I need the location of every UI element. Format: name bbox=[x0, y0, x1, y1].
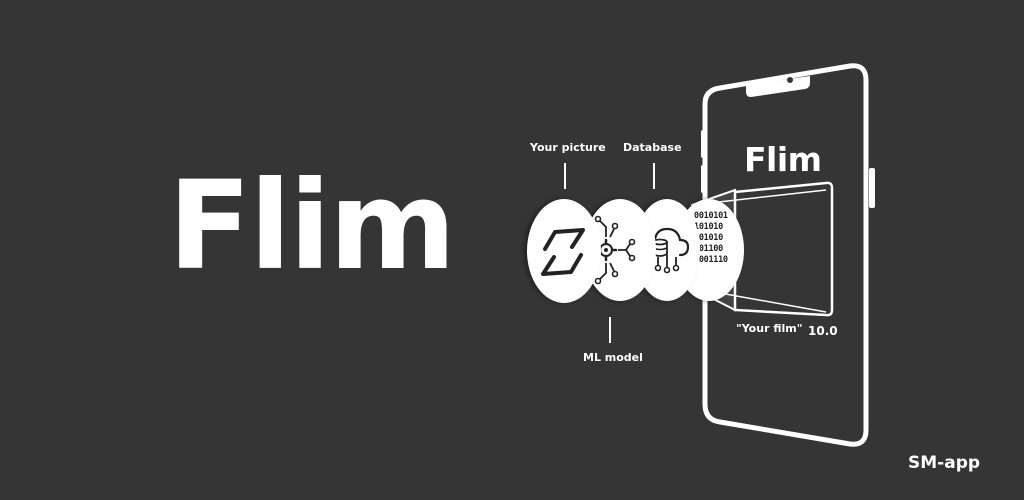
database-label: Database bbox=[623, 141, 682, 154]
phone-side-button bbox=[869, 168, 875, 208]
binary-line: 1001110 bbox=[694, 255, 728, 265]
app-title: Flim bbox=[168, 155, 456, 297]
binary-line: 101010 bbox=[694, 222, 723, 232]
film-frame bbox=[733, 181, 834, 317]
ml-model-icon bbox=[594, 215, 636, 285]
phone-screen-title: Flim bbox=[744, 140, 822, 179]
film-rating: 10.0 bbox=[808, 324, 838, 338]
your-picture-disc bbox=[527, 199, 601, 303]
database-connector bbox=[653, 163, 655, 189]
your-picture-label: Your picture bbox=[530, 141, 606, 154]
ml-model-connector bbox=[609, 317, 611, 343]
binary-data-icon: 0010101 101010 001010 001100 1001110 bbox=[694, 211, 728, 266]
binary-line: 001100 bbox=[694, 244, 723, 254]
ml-model-label: ML model bbox=[583, 351, 643, 364]
image-frame-icon bbox=[541, 228, 585, 276]
binary-line: 0010101 bbox=[694, 211, 728, 221]
film-caption: "Your film" bbox=[736, 322, 803, 335]
phone-camera-icon bbox=[787, 77, 793, 83]
your-picture-connector bbox=[564, 163, 566, 189]
ml-model-disc bbox=[584, 199, 656, 301]
brand-label: SM-app bbox=[908, 453, 981, 473]
binary-line: 001010 bbox=[694, 233, 723, 243]
phone-notch bbox=[746, 76, 810, 97]
